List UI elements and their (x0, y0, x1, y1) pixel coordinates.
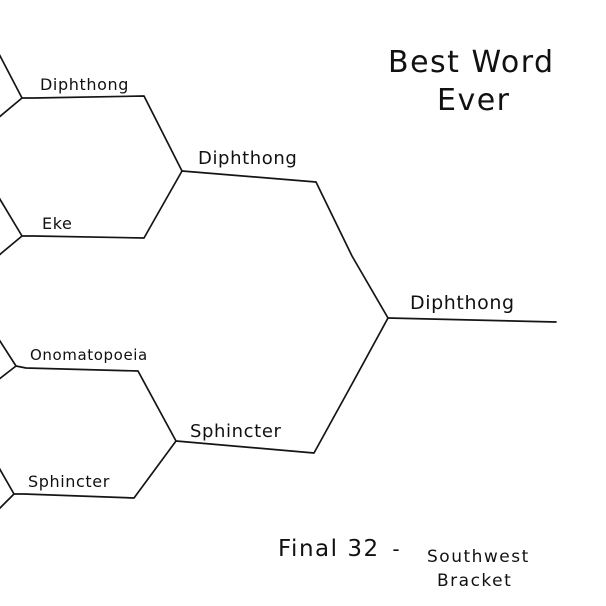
footer-separator: - (392, 537, 401, 561)
bracket-line-sphincter-r1 (0, 440, 177, 510)
bracket-line-sphincter-r2 (175, 317, 389, 454)
entry-sphincter-r1: Sphincter (28, 472, 110, 491)
entry-onomatopoeia: Onomatopoeia (30, 346, 148, 364)
footer-label: Final 32 (278, 536, 380, 562)
entry-sphincter-r2: Sphincter (190, 421, 282, 442)
title-line-2: Ever (437, 83, 511, 118)
title-ever: Ever (437, 83, 511, 118)
footer-bracket: Bracket (437, 571, 512, 591)
bracket-line-eke (0, 170, 183, 256)
footer-region-line-2: Bracket (437, 571, 512, 591)
footer-region-line-1: Southwest (427, 547, 530, 567)
title-line-1: Best Word (388, 45, 555, 80)
entry-diphthong-r1: Diphthong (40, 75, 129, 94)
entry-eke: Eke (42, 214, 72, 233)
bracket-line-diphthong-r2 (181, 170, 389, 319)
footer-southwest: Southwest (427, 547, 530, 567)
title-best: Best Word (388, 45, 555, 80)
entry-diphthong-r2: Diphthong (198, 148, 297, 169)
entry-winner: Diphthong (410, 292, 515, 314)
bracket-line-onomatopoeia (0, 339, 177, 442)
bracket-line-winner (387, 317, 557, 323)
bracket-line-diphthong-r1 (0, 53, 183, 172)
footer-final-32: Final 32 - (278, 536, 401, 562)
